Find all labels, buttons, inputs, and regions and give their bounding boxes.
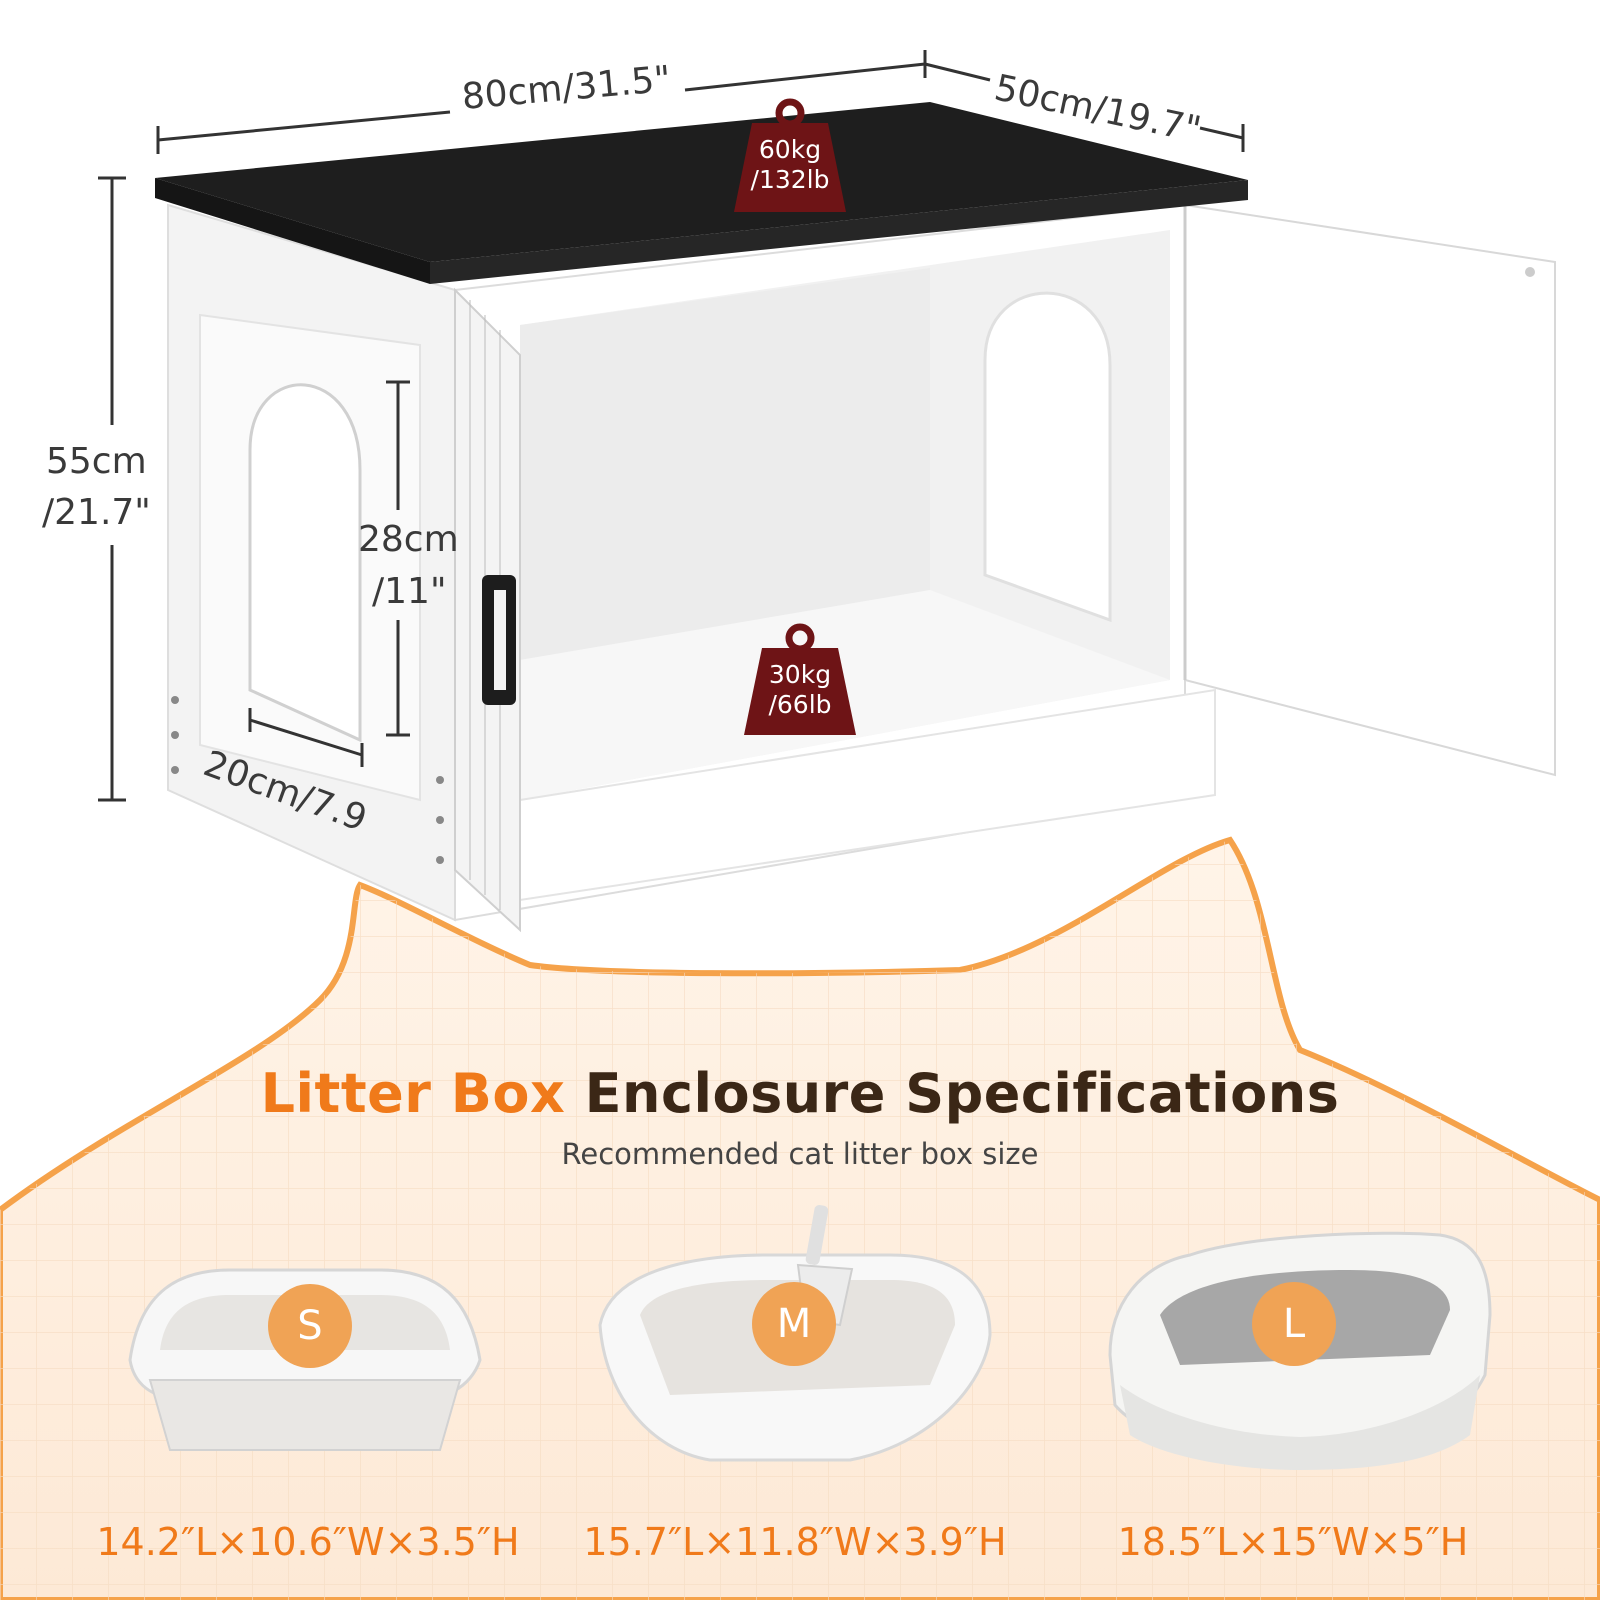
height-dimension-in: /21.7" — [42, 492, 151, 533]
size-badge-medium: M — [752, 1282, 836, 1366]
size-badge-large: L — [1252, 1282, 1336, 1366]
page-title: Litter Box Enclosure Specifications — [0, 1062, 1600, 1125]
top-weight-icon — [734, 98, 846, 212]
size-dims-medium: 15.7″L×11.8″W×3.9″H — [583, 1520, 1007, 1564]
opening-height-cm: 28cm — [358, 519, 459, 560]
title-accent: Litter Box — [260, 1062, 566, 1125]
height-dimension-cm: 55cm — [46, 441, 147, 482]
title-main: Enclosure Specifications — [584, 1062, 1340, 1125]
size-dims-large: 18.5″L×15″W×5″H — [1117, 1520, 1469, 1564]
top-load-kg: 60kg — [758, 135, 822, 164]
cabinet-illustration — [98, 50, 1556, 933]
shelf-load-lb: /66lb — [768, 689, 832, 719]
shelf-weight-icon — [744, 623, 856, 735]
shelf-load-label: 30kg /66lb — [745, 660, 855, 719]
size-badge-small: S — [268, 1284, 352, 1368]
top-load-lb: /132lb — [750, 164, 830, 194]
size-dims-small: 14.2″L×10.6″W×3.5″H — [96, 1520, 520, 1564]
top-load-label: 60kg /132lb — [735, 135, 845, 194]
page-subtitle: Recommended cat litter box size — [561, 1137, 1039, 1171]
opening-height-in: /11" — [372, 571, 447, 612]
shelf-load-kg: 30kg — [768, 660, 832, 689]
